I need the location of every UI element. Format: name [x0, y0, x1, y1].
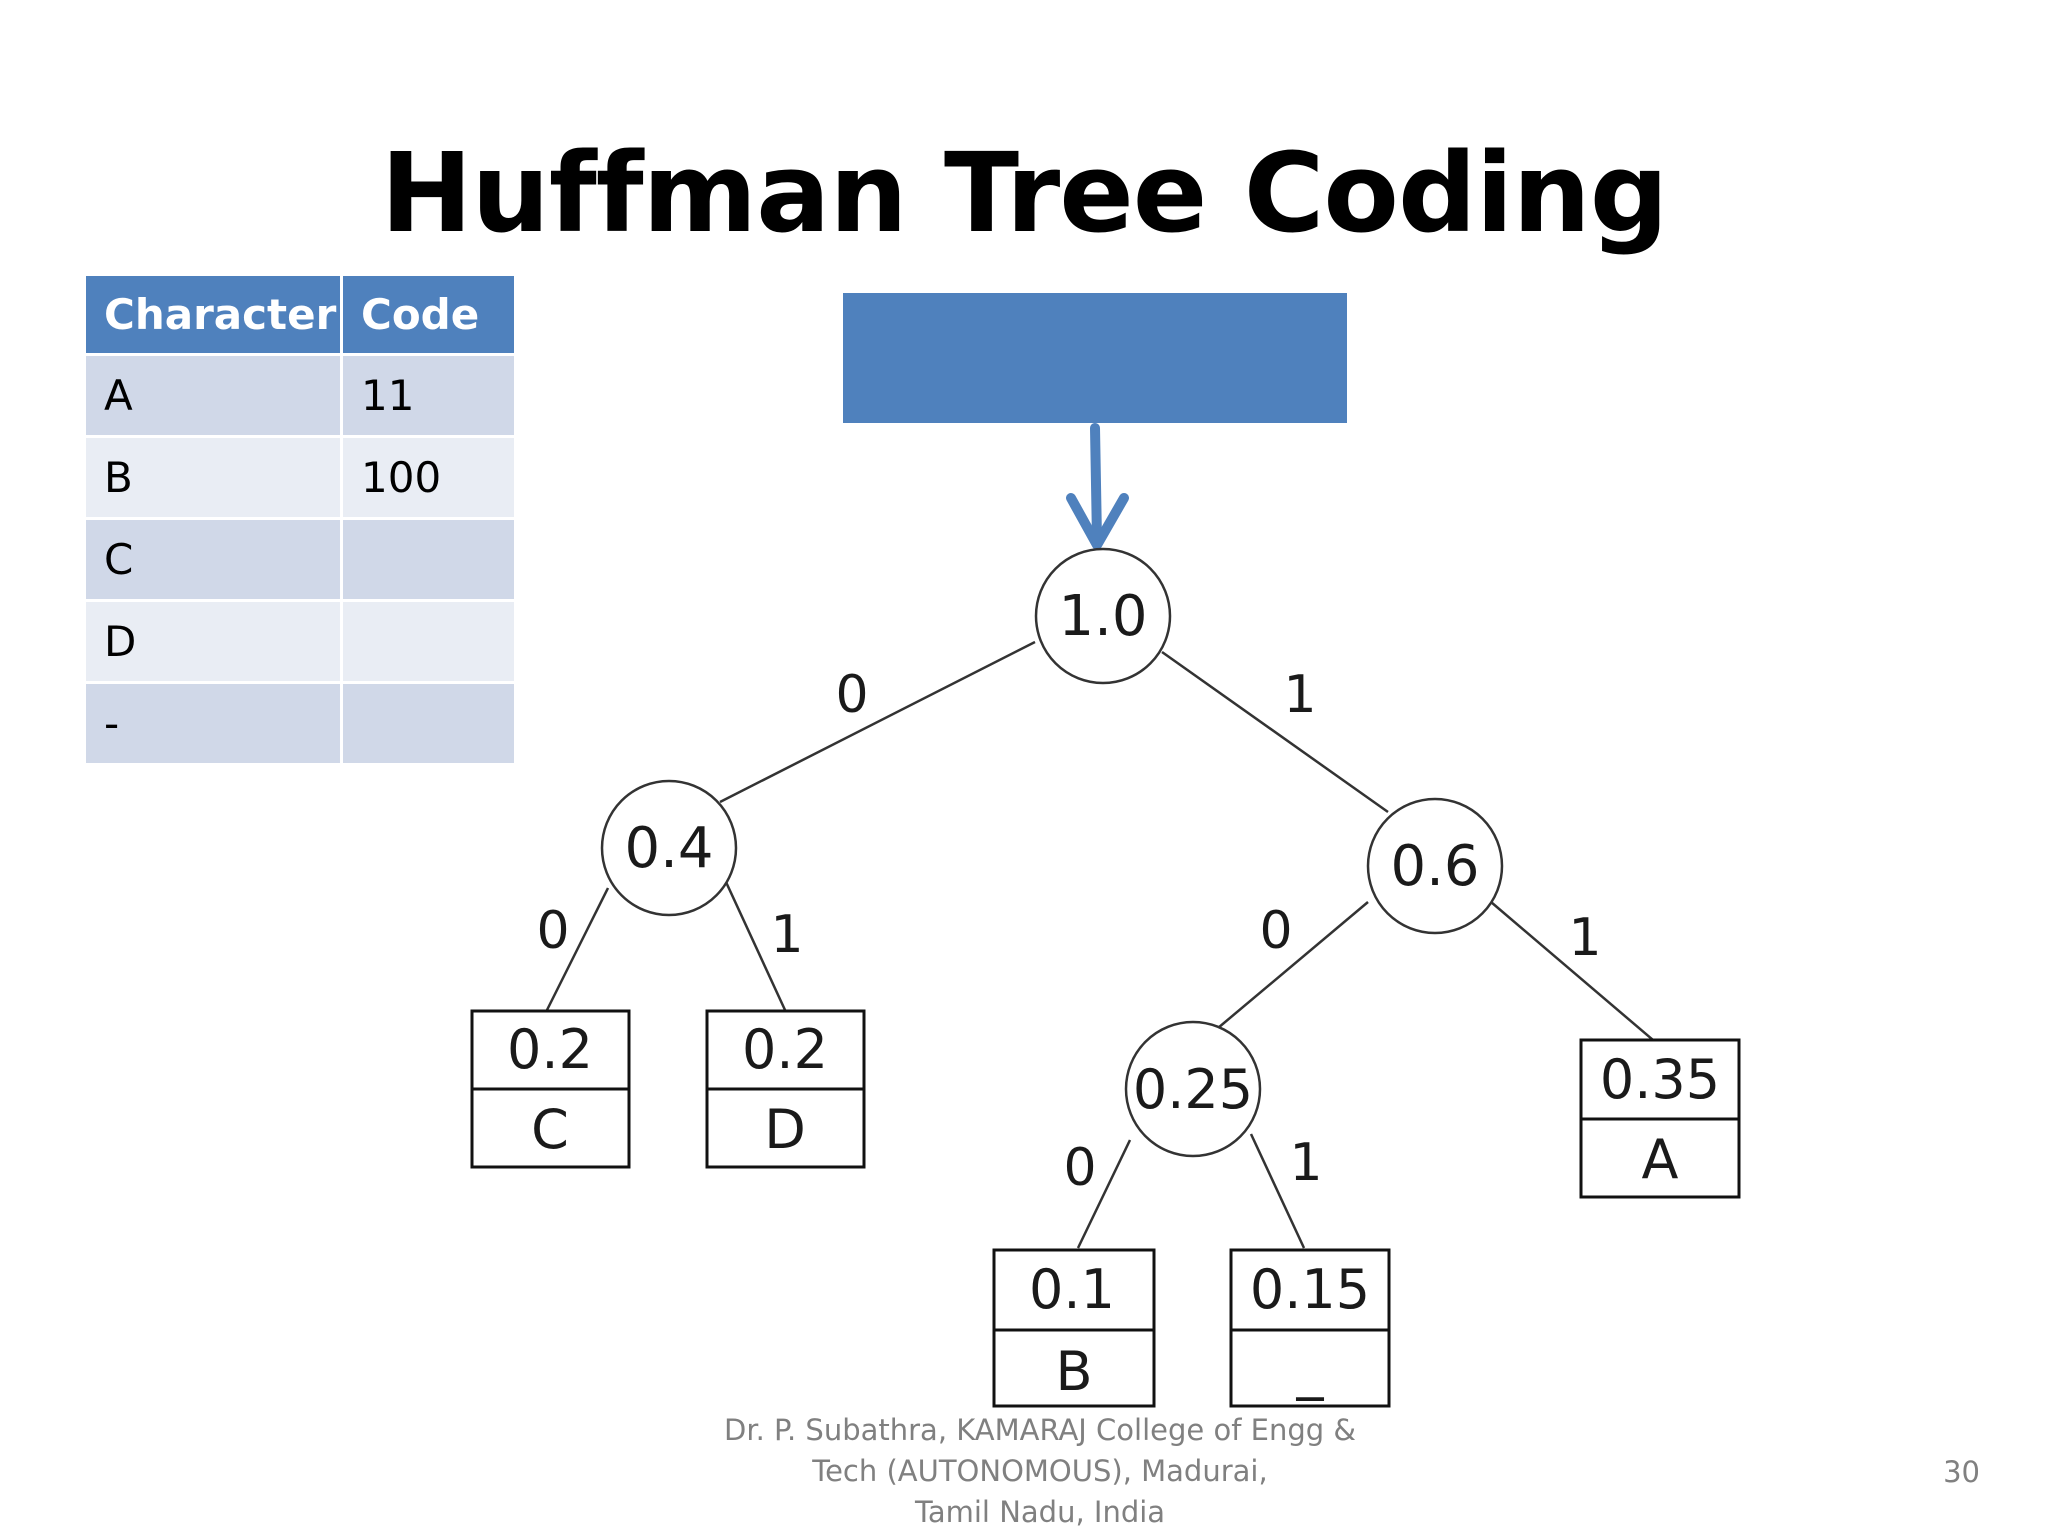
table-row: A 11	[86, 356, 514, 435]
edge-n06-leafA	[1490, 901, 1654, 1041]
node-0-4: 0.4	[600, 779, 738, 917]
cell-code	[343, 520, 514, 599]
edge-n04-leafC	[545, 887, 610, 1011]
slide-number: 30	[1943, 1455, 1980, 1489]
footer-line: Tech (AUTONOMOUS), Madurai,	[812, 1454, 1268, 1488]
code-table-header-row: Character Code	[86, 276, 514, 353]
leaf-underscore: 0.15 _	[1229, 1248, 1391, 1408]
edge-label: 1	[1283, 665, 1316, 725]
leaf-weight: 0.2	[742, 1018, 828, 1081]
leaf-symbol: A	[1642, 1128, 1679, 1191]
edge-label: 0	[835, 665, 868, 725]
cell-code: 100	[343, 438, 514, 517]
edge-label: 1	[1568, 908, 1601, 968]
footer-line: Dr. P. Subathra, KAMARAJ College of Engg…	[723, 1413, 1356, 1447]
code-table: Character Code A 11 B 100 C D -	[83, 273, 517, 766]
edge-label: 0	[1063, 1138, 1096, 1198]
table-row: -	[86, 684, 514, 763]
footer-line: Tamil Nadu, India	[914, 1495, 1166, 1529]
footer-credit: Dr. P. Subathra, KAMARAJ College of Engg…	[640, 1410, 1440, 1533]
cell-code	[343, 602, 514, 681]
leaf-symbol: C	[531, 1098, 569, 1161]
edge-label: 0	[1259, 901, 1292, 961]
node-root: 1.0	[1034, 547, 1172, 685]
leaf-d: 0.2 D	[705, 1009, 866, 1169]
edge-root-n04	[719, 640, 1036, 804]
cell-character: -	[86, 684, 340, 763]
leaf-b: 0.1 B	[992, 1248, 1156, 1408]
leaf-symbol: D	[764, 1098, 806, 1161]
edge-n06-n025	[1217, 901, 1369, 1029]
cell-character: D	[86, 602, 340, 681]
cell-code	[343, 684, 514, 763]
header-code: Code	[343, 276, 514, 353]
node-label: 1.0	[1058, 584, 1147, 649]
slide-title: Huffman Tree Coding	[380, 129, 1668, 257]
leaf-weight: 0.35	[1600, 1048, 1720, 1111]
node-0-25: 0.25	[1124, 1020, 1262, 1158]
table-row: C	[86, 520, 514, 599]
edge-n025-leafDash	[1249, 1133, 1306, 1249]
cell-character: B	[86, 438, 340, 517]
node-label: 0.4	[624, 816, 713, 881]
leaf-symbol: _	[1296, 1338, 1325, 1401]
edge-n025-leafB	[1076, 1139, 1132, 1249]
edge-label: 1	[770, 905, 803, 965]
table-row: B 100	[86, 438, 514, 517]
table-row: D	[86, 602, 514, 681]
cell-code: 11	[343, 356, 514, 435]
leaf-symbol: B	[1055, 1340, 1092, 1403]
cell-character: C	[86, 520, 340, 599]
node-label: 0.6	[1390, 834, 1479, 899]
edge-n04-leafD	[724, 881, 787, 1011]
leaf-c: 0.2 C	[470, 1009, 631, 1169]
leaf-weight: 0.15	[1250, 1258, 1370, 1321]
leaf-a: 0.35 A	[1579, 1038, 1741, 1199]
edge-label: 0	[536, 901, 569, 961]
leaf-weight: 0.2	[507, 1018, 593, 1081]
node-0-6: 0.6	[1366, 797, 1504, 935]
edge-label: 1	[1289, 1133, 1322, 1193]
leaf-weight: 0.1	[1029, 1258, 1115, 1321]
node-label: 0.25	[1133, 1058, 1253, 1121]
header-character: Character	[86, 276, 340, 353]
root-arrow	[1066, 423, 1129, 550]
edge-root-n06	[1161, 650, 1389, 814]
root-highlight-box	[843, 293, 1347, 423]
cell-character: A	[86, 356, 340, 435]
